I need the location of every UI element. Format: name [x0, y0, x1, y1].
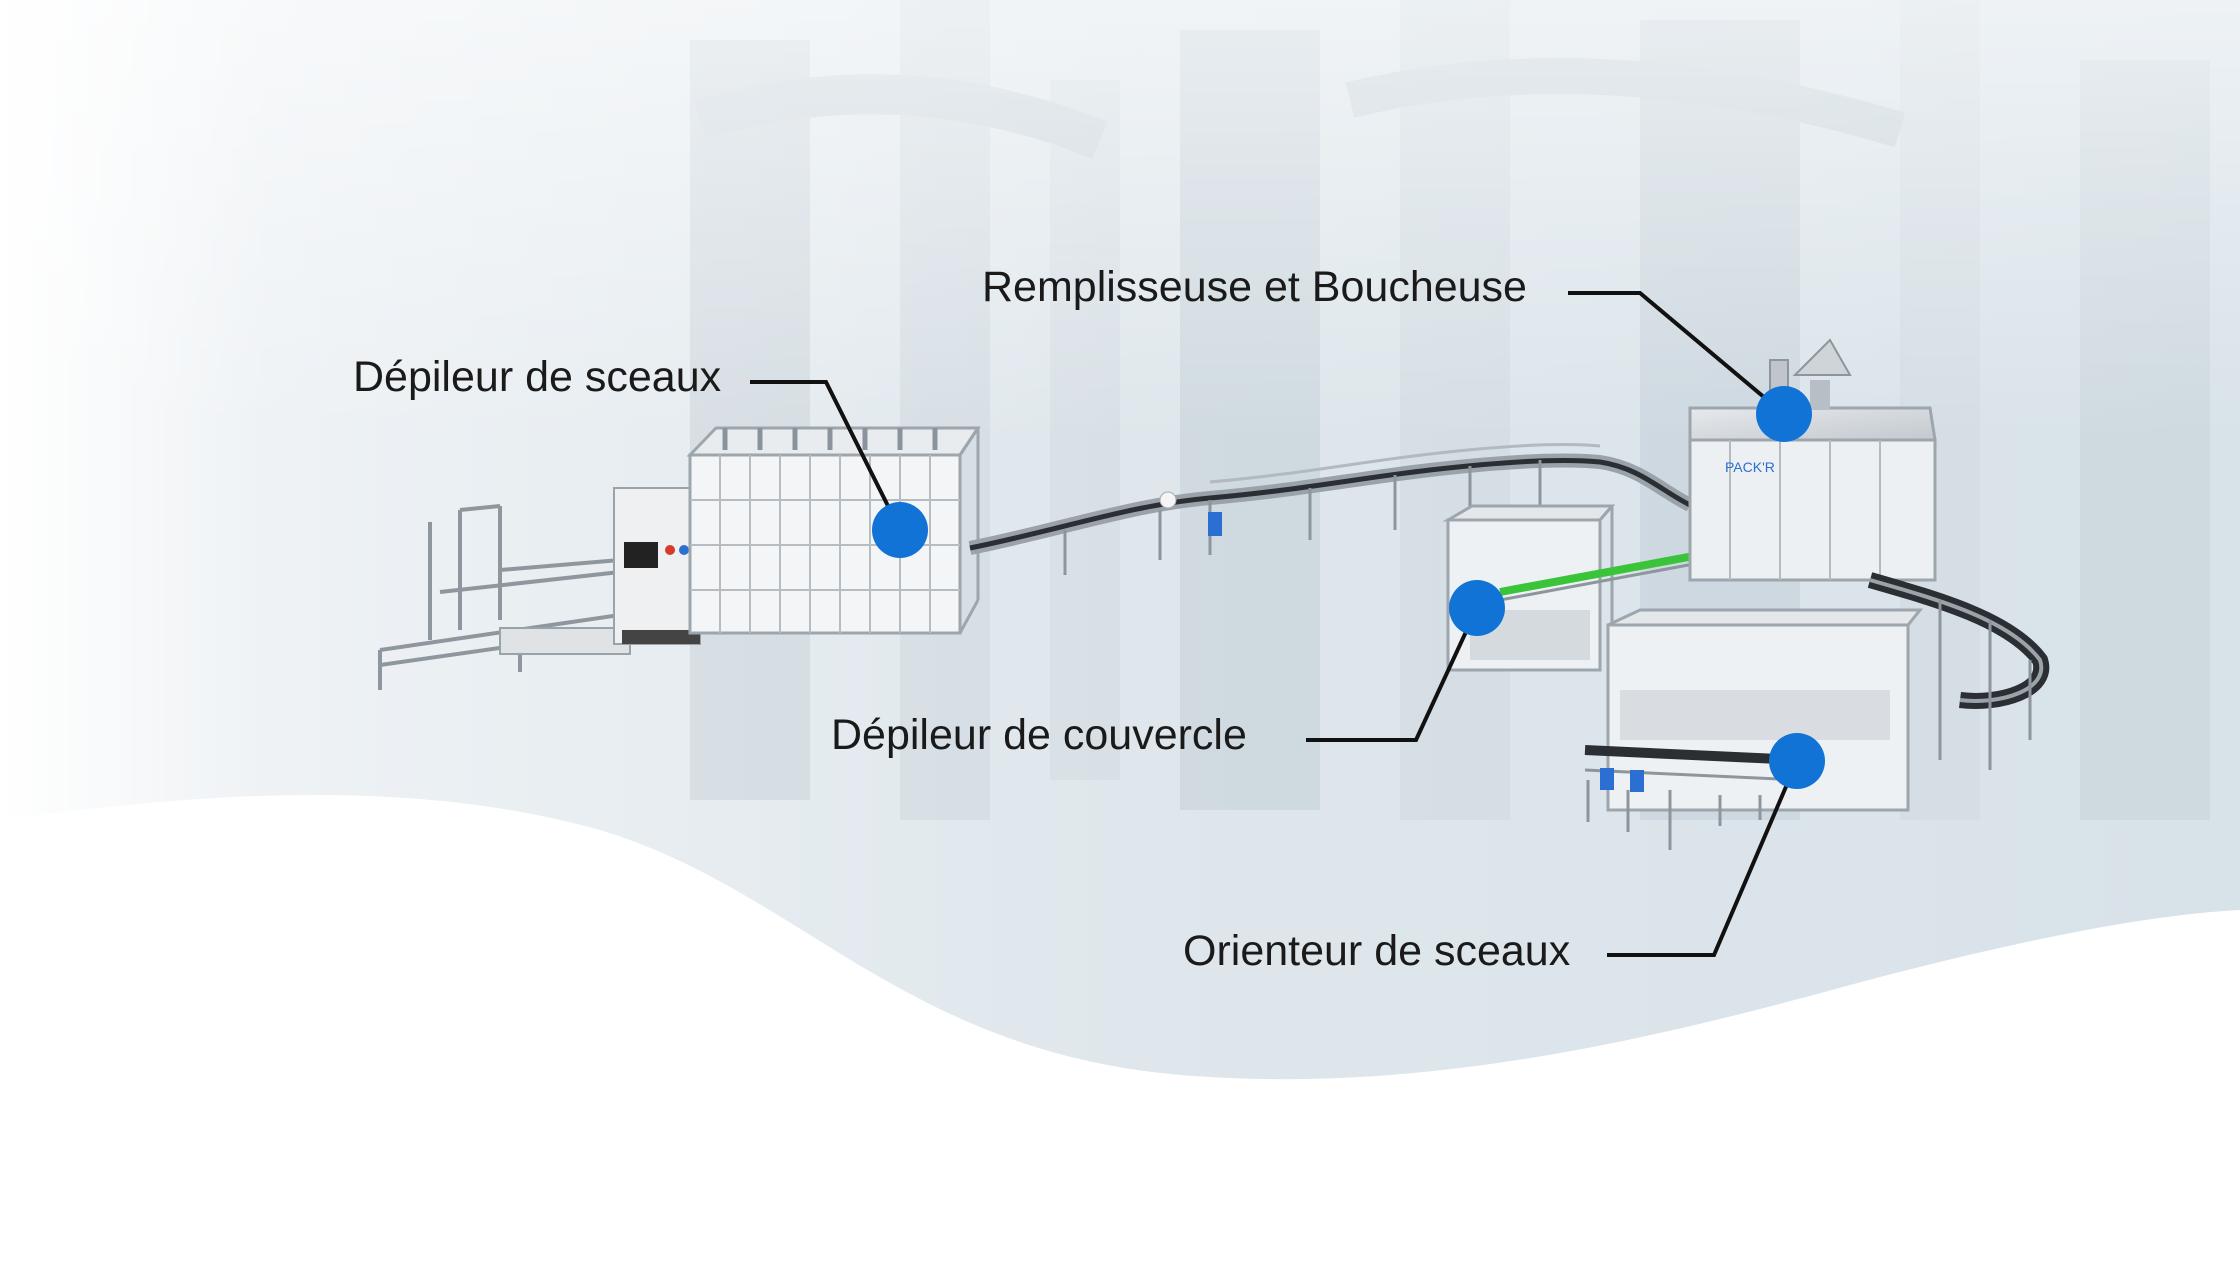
brand-plate: PACK'R	[1725, 459, 1775, 475]
label-depileur-couvercle: Dépileur de couvercle	[831, 711, 1247, 759]
markers	[872, 386, 1825, 789]
leader-depileur-sceaux	[750, 380, 902, 531]
marker-depileur-couvercle[interactable]	[1449, 580, 1505, 636]
label-depileur-sceaux: Dépileur de sceaux	[353, 353, 722, 401]
label-remplisseuse-boucheuse: Remplisseuse et Boucheuse	[982, 263, 1527, 311]
label-orienteur-sceaux: Orienteur de sceaux	[1183, 927, 1571, 975]
marker-orienteur[interactable]	[1769, 733, 1825, 789]
bucket-orientator-machine	[1584, 608, 1924, 850]
white-wave	[0, 795, 2240, 1260]
filler-capper-machine: PACK'R	[1688, 338, 1937, 582]
marker-remplisseuse[interactable]	[1756, 386, 1812, 442]
main-conveyor	[968, 442, 1694, 575]
marker-depileur-sceaux[interactable]	[872, 502, 928, 558]
leader-orienteur	[1607, 760, 1799, 957]
leader-remplisseuse	[1568, 291, 1786, 416]
bucket-destacker-machine	[686, 426, 981, 635]
outfeed-conveyor	[1867, 572, 2050, 770]
control-cabinet	[613, 487, 701, 645]
leader-depileur-couvercle	[1306, 607, 1479, 742]
leader-lines	[750, 291, 1799, 957]
